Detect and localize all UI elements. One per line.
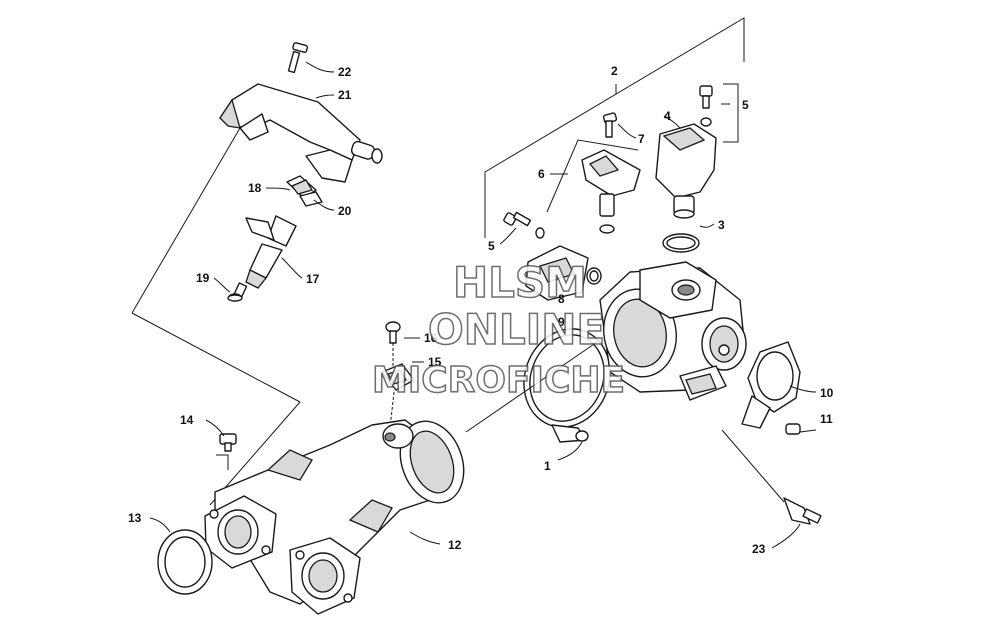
- screw-7: [602, 112, 618, 138]
- callout-5-top: 5: [742, 98, 749, 112]
- watermark-line-1: HLSM: [453, 258, 587, 307]
- callout-15: 15: [428, 355, 442, 369]
- callout-17: 17: [306, 272, 320, 286]
- callout-8: 8: [558, 292, 565, 306]
- callout-14: 14: [180, 413, 194, 427]
- callout-1: 1: [544, 459, 551, 473]
- callout-10: 10: [820, 386, 834, 400]
- callout-20: 20: [338, 204, 352, 218]
- fuel-injector-17: [228, 215, 297, 301]
- watermark-line-3: MICROFICHE: [372, 360, 625, 401]
- bolt-5-top: [699, 85, 713, 127]
- callout-numbers: 22 21 18 20 17 19 2 5 4 7 6 3 5 8 9 16 1…: [128, 64, 834, 556]
- callout-11: 11: [820, 412, 833, 426]
- bolt-22: [287, 42, 309, 74]
- callout-18: 18: [248, 181, 262, 195]
- watermark: HLSM ONLINE MICROFICHE: [371, 257, 626, 402]
- clip-18: [286, 175, 317, 199]
- callout-22: 22: [338, 65, 352, 79]
- idle-air-valve-4: [655, 123, 717, 219]
- cover-10: [741, 341, 801, 429]
- clip-20: [299, 191, 323, 207]
- o-ring-3: [662, 233, 700, 253]
- bolt-14: [216, 433, 237, 470]
- callout-5-left: 5: [488, 239, 495, 253]
- watermark-line-2: ONLINE: [428, 305, 605, 354]
- callout-3: 3: [718, 218, 725, 232]
- callout-13: 13: [128, 511, 142, 525]
- bolt-5-left: [503, 211, 545, 239]
- callout-12: 12: [448, 538, 462, 552]
- screw-16: [385, 321, 401, 372]
- assembly-bracket-6: [546, 139, 639, 213]
- hose-clamp-1: [523, 328, 611, 443]
- assembly-bracket-5-top: [723, 83, 739, 143]
- leader-lines: [149, 61, 817, 549]
- callout-19: 19: [196, 271, 210, 285]
- callout-21: 21: [338, 88, 352, 102]
- sensor-8-9: [525, 245, 602, 301]
- screw-11: [785, 423, 801, 435]
- o-ring-19: [227, 294, 243, 302]
- gasket-13: [157, 529, 213, 595]
- assembly-bracket-2: [484, 17, 745, 238]
- callout-7: 7: [638, 132, 645, 146]
- assembly-bracket-17: [131, 127, 301, 506]
- callout-2: 2: [611, 64, 618, 78]
- callout-9: 9: [558, 315, 565, 329]
- fuel-rail-21: [219, 83, 383, 183]
- sensor-6: [581, 149, 641, 234]
- intake-manifold-12: [204, 419, 465, 615]
- callout-16: 16: [424, 331, 438, 345]
- sensor-23: [721, 429, 822, 525]
- callout-4: 4: [664, 109, 671, 123]
- throttle-body-main: [465, 261, 747, 433]
- callout-23: 23: [752, 542, 766, 556]
- callout-6: 6: [538, 167, 545, 181]
